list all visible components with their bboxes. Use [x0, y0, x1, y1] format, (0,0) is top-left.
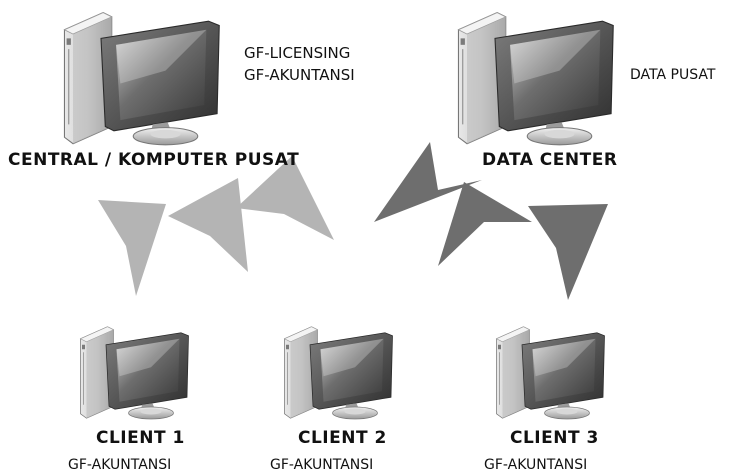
client-2-title: CLIENT 2 — [298, 428, 387, 448]
arrow-left-3 — [236, 156, 334, 240]
desktop-computer-icon — [452, 6, 624, 146]
arrow-left-2 — [168, 178, 248, 272]
arrow-right-1 — [374, 142, 482, 222]
arrow-right-3 — [528, 204, 608, 300]
central-app-2: GF-AKUNTANSI — [244, 66, 355, 84]
central-app-1: GF-LICENSING — [244, 44, 351, 62]
client-1-title: CLIENT 1 — [96, 428, 185, 448]
client-3-app: GF-AKUNTANSI — [484, 457, 588, 473]
left-arrows — [98, 156, 334, 296]
client-2-app: GF-AKUNTANSI — [270, 457, 374, 473]
client-3-title: CLIENT 3 — [510, 428, 599, 448]
desktop-computer-icon — [58, 6, 230, 146]
central-title: CENTRAL / KOMPUTER PUSAT — [8, 150, 300, 170]
desktop-computer-icon — [492, 322, 612, 420]
data-center-note: DATA PUSAT — [630, 67, 716, 83]
right-arrows — [374, 142, 608, 300]
client-1-app: GF-AKUNTANSI — [68, 457, 172, 473]
arrow-right-2 — [438, 182, 532, 266]
desktop-computer-icon — [76, 322, 196, 420]
data-center-title: DATA CENTER — [482, 150, 618, 170]
desktop-computer-icon — [280, 322, 400, 420]
arrow-left-1 — [98, 200, 166, 296]
